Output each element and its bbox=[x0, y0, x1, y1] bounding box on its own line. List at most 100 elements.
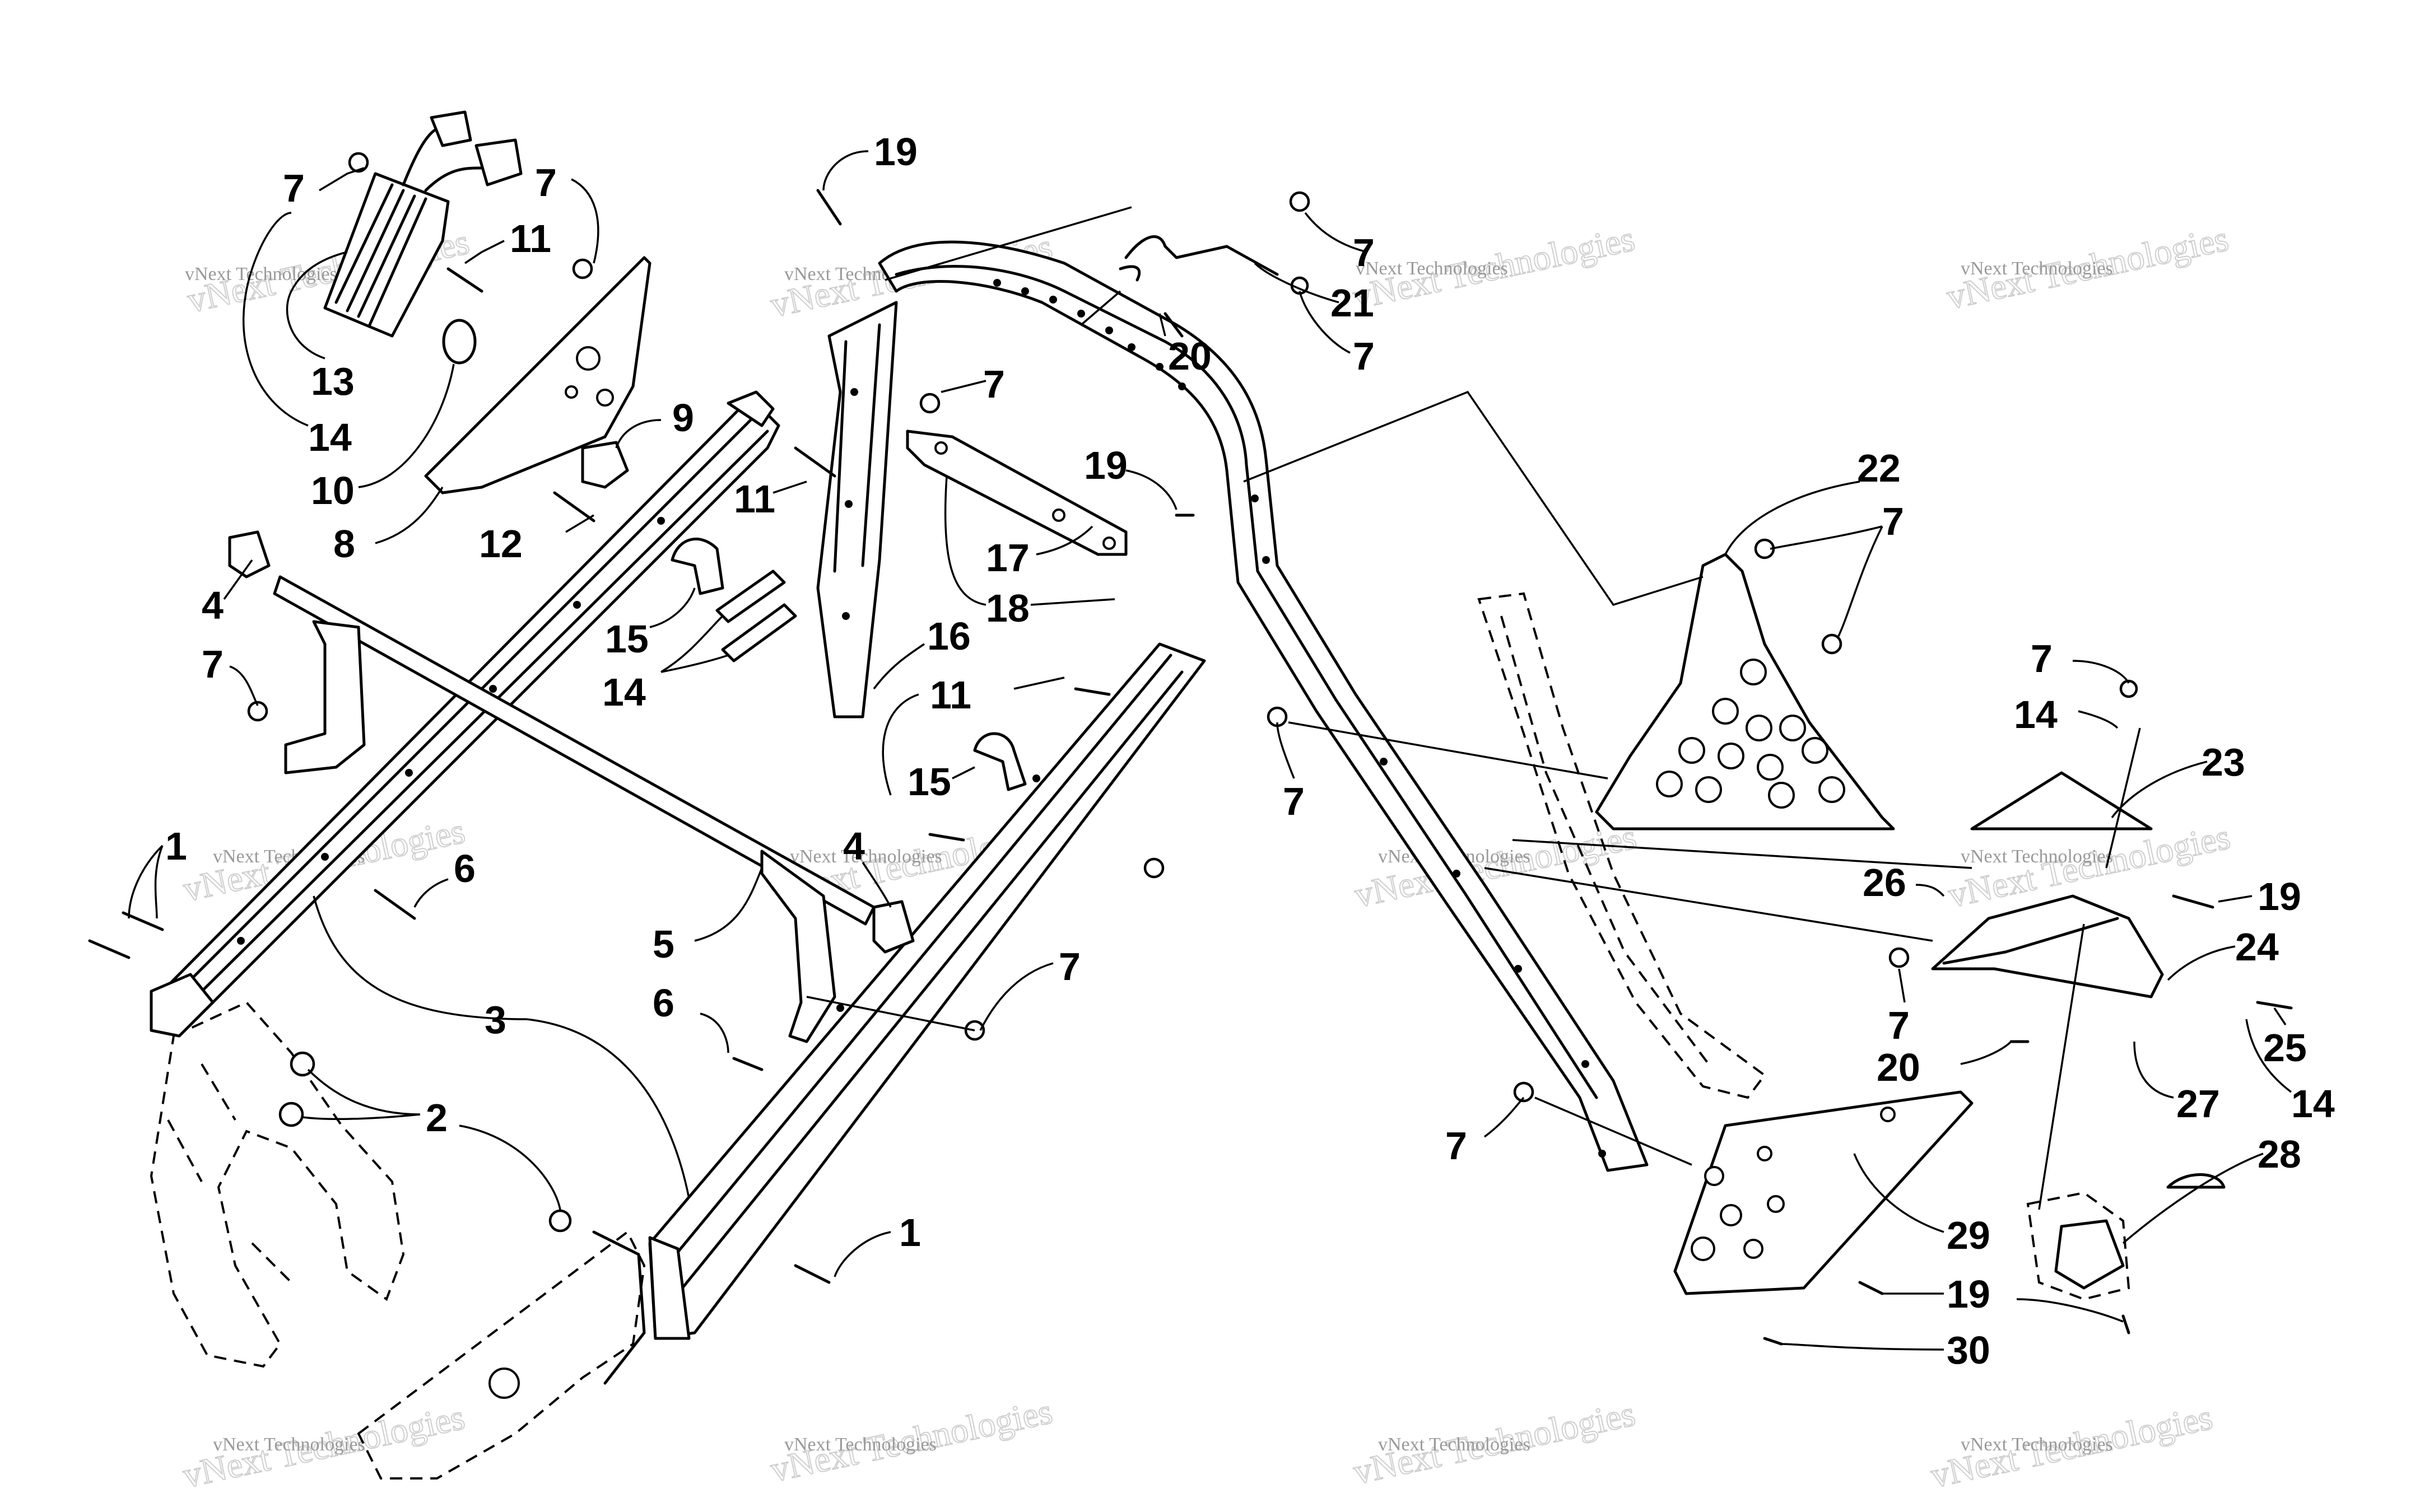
clip-15-lower bbox=[973, 732, 1027, 791]
ghost-chassis-cross bbox=[357, 1230, 646, 1480]
callout-7-d: 7 bbox=[941, 362, 1005, 406]
watermark-11: vNext Technologies vNext Technologies bbox=[1349, 1393, 1639, 1492]
watermark-12: vNext Technologies vNext Technologies bbox=[1926, 1396, 2216, 1496]
callout-label: 27 bbox=[2176, 1082, 2220, 1126]
callout-18: 18 bbox=[944, 475, 1115, 630]
callout-label: 5 bbox=[653, 922, 674, 966]
watermark-10: vNext Technologies vNext Technologies bbox=[766, 1390, 1056, 1490]
callout-14-c: 14 bbox=[2014, 693, 2119, 736]
callout-label: 19 bbox=[2258, 875, 2301, 918]
bolt bbox=[794, 1264, 831, 1284]
callout-25: 25 bbox=[2263, 1007, 2307, 1070]
callout-label: 25 bbox=[2263, 1026, 2307, 1070]
callout-4-a: 4 bbox=[202, 559, 253, 627]
callout-label: 19 bbox=[874, 130, 918, 174]
plate-29-body bbox=[1673, 1090, 1974, 1295]
callout-22: 22 bbox=[1724, 446, 1901, 555]
callout-label: 7 bbox=[1353, 334, 1375, 378]
bracket-16-edge bbox=[833, 323, 881, 573]
bolt bbox=[2256, 1001, 2293, 1010]
cross-tube bbox=[228, 530, 915, 1043]
callout-23: 23 bbox=[2111, 740, 2245, 819]
callout-14-d: 14 bbox=[2245, 1019, 2335, 1126]
callout-7-a: 7 bbox=[283, 166, 365, 210]
callout-label: 24 bbox=[2235, 925, 2279, 969]
nut bbox=[1143, 857, 1165, 879]
callout-1-b: 1 bbox=[834, 1211, 921, 1277]
left-rail bbox=[150, 390, 780, 1038]
callout-label: 12 bbox=[479, 522, 523, 566]
plate-29 bbox=[1673, 1090, 1974, 1295]
callout-label: 26 bbox=[1863, 861, 1906, 904]
bolt bbox=[1858, 1281, 1884, 1295]
module-13-ribs bbox=[334, 183, 427, 326]
guide-lines bbox=[806, 206, 2141, 1210]
callout-label: 18 bbox=[986, 586, 1030, 630]
watermark-small: vNext Technologies bbox=[1961, 846, 2113, 867]
callout-label: 30 bbox=[1947, 1328, 1990, 1372]
callout-label: 17 bbox=[986, 536, 1030, 580]
callout-15-b: 15 bbox=[908, 760, 975, 804]
callout-label: 7 bbox=[1353, 231, 1375, 274]
connector-a bbox=[430, 110, 472, 147]
ghost-center-bar-inner bbox=[1500, 615, 1710, 1065]
callout-7-b: 7 bbox=[535, 161, 599, 264]
switch-28 bbox=[2026, 1173, 2226, 1301]
ghost-chassis-left-outline bbox=[150, 1001, 405, 1368]
callout-7-c: 7 bbox=[202, 642, 259, 706]
module-13-wires bbox=[402, 127, 483, 192]
callout-27: 27 bbox=[2133, 1041, 2220, 1126]
watermark-4: vNext Technologies vNext Technologies bbox=[1943, 218, 2232, 318]
switch-28-body bbox=[2054, 1219, 2125, 1290]
switch-28-ghost bbox=[2026, 1191, 2130, 1301]
callout-label: 1 bbox=[899, 1211, 921, 1254]
callout-label: 2 bbox=[426, 1096, 448, 1140]
callout-label: 11 bbox=[930, 673, 971, 717]
watermark-small: vNext Technologies bbox=[1378, 1434, 1530, 1455]
callout-label: 6 bbox=[454, 847, 476, 890]
bolt bbox=[794, 446, 836, 478]
callout-label: 11 bbox=[510, 217, 551, 260]
ghost-chassis-detail bbox=[592, 1230, 646, 1385]
strap-14-a bbox=[715, 570, 786, 623]
callout-label: 3 bbox=[485, 998, 506, 1042]
callout-10: 10 bbox=[311, 363, 455, 512]
callout-label: 28 bbox=[2258, 1132, 2301, 1176]
callout-label: 21 bbox=[1330, 281, 1374, 325]
callout-label: 14 bbox=[2291, 1082, 2335, 1126]
watermark-3: vNext Technologies vNext Technologies bbox=[1349, 218, 1639, 318]
callout-label: 16 bbox=[927, 614, 971, 658]
callout-label: 13 bbox=[311, 360, 355, 403]
nut bbox=[2119, 679, 2138, 698]
nut bbox=[247, 701, 268, 722]
right-rail-lines bbox=[665, 654, 1184, 1295]
nut bbox=[348, 152, 369, 173]
bolt bbox=[2121, 1314, 2130, 1334]
left-rail-upper-bracket bbox=[727, 390, 775, 427]
ghost-center-bar-outline bbox=[1477, 592, 1766, 1099]
callout-label: 29 bbox=[1947, 1214, 1990, 1257]
callout-16: 16 bbox=[873, 614, 971, 690]
watermark-small: vNext Technologies bbox=[1356, 258, 1508, 279]
cap-28 bbox=[2166, 1173, 2226, 1189]
callout-label: 7 bbox=[1882, 500, 1904, 543]
clip-15-upper bbox=[671, 538, 724, 595]
right-rail-holes bbox=[836, 774, 1040, 1012]
callout-19-c: 19 bbox=[2218, 875, 2301, 918]
watermark-small: vNext Technologies bbox=[784, 1434, 937, 1455]
callout-19-b: 19 bbox=[1084, 444, 1178, 510]
mount-plate-8 bbox=[323, 110, 651, 494]
callout-7-f: 7 bbox=[1304, 212, 1375, 274]
callout-21: 21 bbox=[1254, 262, 1374, 325]
nut bbox=[1289, 191, 1310, 212]
bolt bbox=[553, 491, 595, 522]
callout-label: 23 bbox=[2202, 740, 2245, 784]
grommet-10 bbox=[442, 319, 477, 365]
connector-b bbox=[474, 138, 523, 186]
plate-22-holes bbox=[1656, 659, 1845, 809]
ghost-center-bar bbox=[1477, 592, 1766, 1099]
strap-17 bbox=[906, 430, 1128, 556]
callout-7-k: 7 bbox=[1888, 968, 1910, 1047]
watermark-small: vNext Technologies bbox=[1961, 1434, 2113, 1455]
